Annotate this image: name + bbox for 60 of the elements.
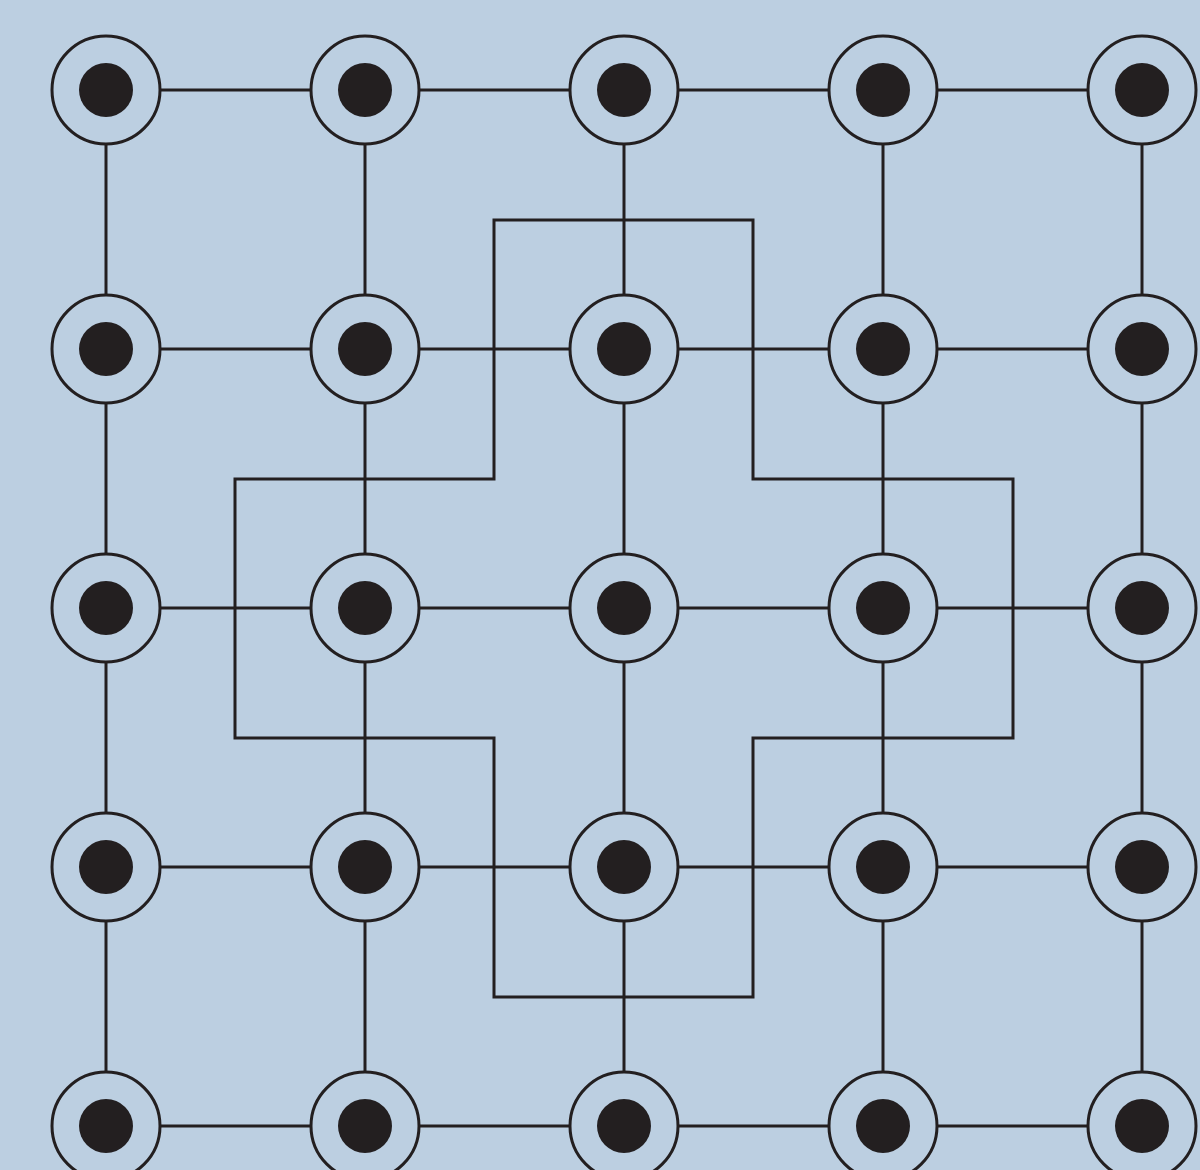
connector-line [622,403,626,554]
node-circle [50,293,162,405]
connector-line [104,403,108,554]
connector-line [104,921,108,1072]
node-circle [568,293,680,405]
connector-line [678,347,829,351]
connector-line [881,144,885,295]
connector-line [104,662,108,813]
connector-line [1140,662,1144,813]
connector-line [419,1124,570,1128]
connector-line [1140,921,1144,1072]
connector-line [1140,144,1144,295]
connector-line [678,606,829,610]
node-circle [50,811,162,923]
node-circle [309,34,421,146]
connector-line [937,88,1088,92]
connector-line [937,606,1088,610]
connector-line [419,88,570,92]
connector-line [363,144,367,295]
node-circle [827,811,939,923]
node-circle [1086,811,1198,923]
connector-line [363,921,367,1072]
connector-line [160,1124,311,1128]
connector-line [937,1124,1088,1128]
connector-line [881,403,885,554]
connector-line [1140,403,1144,554]
connector-line [881,662,885,813]
connector-line [363,662,367,813]
node-circle [568,811,680,923]
connector-line [104,144,108,295]
node-circle [827,293,939,405]
connector-line [160,606,311,610]
connector-line [160,347,311,351]
connector-line [160,88,311,92]
node-circle [309,552,421,664]
connector-line [622,144,626,295]
node-circle [827,552,939,664]
node-circle [309,293,421,405]
node-circle [309,811,421,923]
node-circle [50,552,162,664]
connector-line [622,921,626,1072]
connector-line [678,88,829,92]
connector-line [160,865,311,869]
connector-line [937,865,1088,869]
connector-line [678,1124,829,1128]
connector-line [419,865,570,869]
node-circle [568,34,680,146]
connector-line [419,347,570,351]
node-circle [1086,293,1198,405]
connector-line [881,921,885,1072]
connector-line [622,662,626,813]
node-circle [827,34,939,146]
connector-line [419,606,570,610]
connector-line [363,403,367,554]
node-circle [50,34,162,146]
connector-line [678,865,829,869]
node-circle [1086,34,1198,146]
connector-line [937,347,1088,351]
node-circle [568,552,680,664]
node-circle [1086,552,1198,664]
